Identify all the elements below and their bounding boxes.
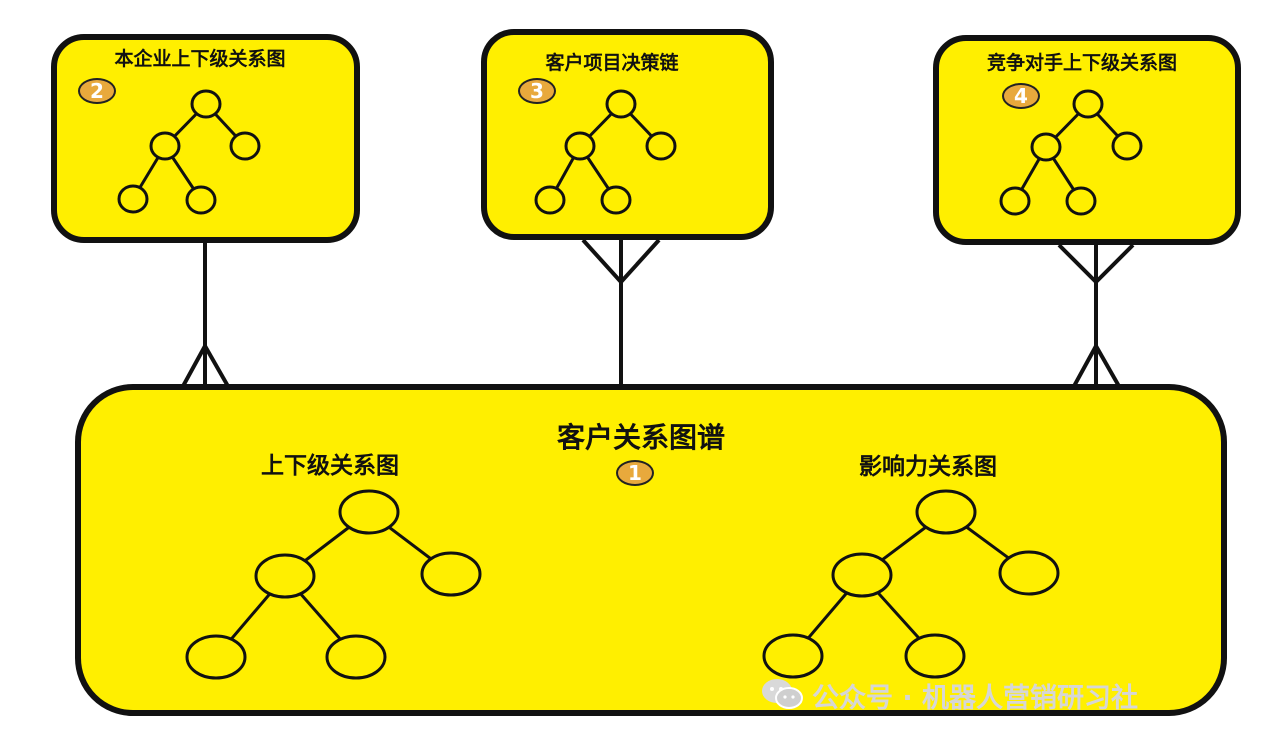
box-competitor-title: 竞争对手上下级关系图	[986, 52, 1178, 74]
right-subtitle: 影响力关系图	[859, 454, 997, 480]
badge-4: 4	[1002, 83, 1040, 109]
tree-competitor-node	[1072, 89, 1104, 119]
tree-influence-node	[998, 550, 1060, 596]
tree-influence-node	[915, 489, 977, 535]
tree-influence-node	[762, 633, 824, 679]
tree-own-company-node	[185, 185, 217, 215]
wechat-icon	[762, 679, 803, 709]
badge-2: 2	[78, 78, 116, 104]
connectors	[180, 237, 1135, 389]
tree-decision-chain-node	[534, 185, 566, 215]
box-decision-chain	[481, 29, 774, 240]
badge-1: 1	[616, 460, 654, 486]
tree-own-company-node	[149, 131, 181, 161]
tree-decision-chain-node	[645, 131, 677, 161]
tree-hierarchy-node	[185, 634, 247, 680]
box-decision-chain-title: 客户项目决策链	[545, 52, 679, 74]
watermark-text: 公众号 · 机器人营销研习社	[812, 683, 1139, 714]
tree-decision-chain-node	[600, 185, 632, 215]
tree-hierarchy-node	[338, 489, 400, 535]
left-subtitle: 上下级关系图	[261, 453, 399, 479]
box-main	[75, 384, 1227, 716]
tree-own-company-node	[229, 131, 261, 161]
badge-3: 3	[518, 78, 556, 104]
tree-competitor-node	[1030, 132, 1062, 162]
tree-influence-node	[904, 633, 966, 679]
tree-own-company-node	[190, 89, 222, 119]
tree-decision-chain-node	[564, 131, 596, 161]
tree-hierarchy-node	[420, 551, 482, 597]
box-own-company-title: 本企业上下级关系图	[114, 48, 286, 70]
tree-competitor-node	[999, 186, 1031, 216]
tree-competitor-node	[1111, 131, 1143, 161]
tree-own-company-node	[117, 184, 149, 214]
main-title: 客户关系图谱	[556, 421, 726, 454]
tree-hierarchy-node	[325, 634, 387, 680]
tree-hierarchy-node	[254, 553, 316, 599]
tree-decision-chain-node	[605, 89, 637, 119]
tree-influence-node	[831, 552, 893, 598]
tree-competitor-node	[1065, 186, 1097, 216]
